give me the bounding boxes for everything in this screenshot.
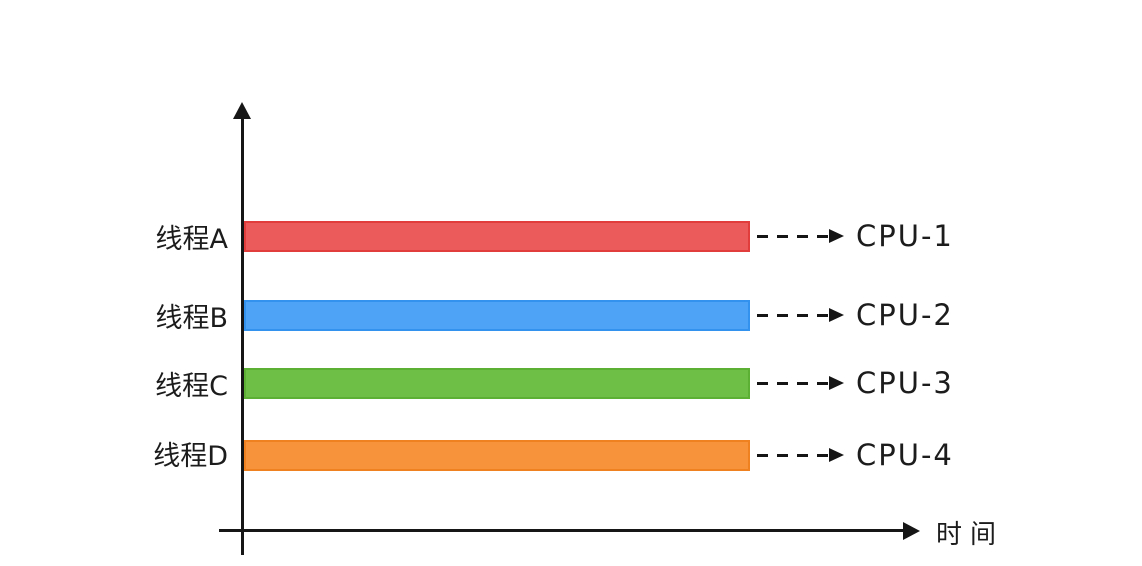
thread-label: 线程D: [153, 441, 228, 472]
cpu-label: CPU-2: [856, 298, 954, 332]
thread-bar: [244, 368, 750, 399]
cpu-label: CPU-1: [856, 219, 954, 253]
dashed-connector-line: [757, 235, 831, 238]
y-axis-line: [241, 115, 244, 555]
connector-arrowhead-icon: [829, 308, 844, 322]
thread-label: 线程A: [155, 224, 228, 255]
thread-bar: [244, 440, 750, 471]
x-axis-arrowhead-icon: [903, 522, 920, 540]
thread-label: 线程B: [155, 303, 228, 334]
dashed-connector-line: [757, 382, 831, 385]
y-axis-arrowhead-icon: [233, 102, 251, 119]
cpu-label: CPU-4: [856, 438, 954, 472]
dashed-connector-line: [757, 454, 831, 457]
connector-arrowhead-icon: [829, 229, 844, 243]
thread-bar: [244, 300, 750, 331]
thread-label: 线程C: [155, 371, 228, 402]
dashed-connector-line: [757, 314, 831, 317]
x-axis-line: [219, 529, 905, 532]
connector-arrowhead-icon: [829, 448, 844, 462]
x-axis-label: 时间: [936, 520, 1005, 550]
cpu-label: CPU-3: [856, 366, 954, 400]
thread-bar: [244, 221, 750, 252]
connector-arrowhead-icon: [829, 376, 844, 390]
